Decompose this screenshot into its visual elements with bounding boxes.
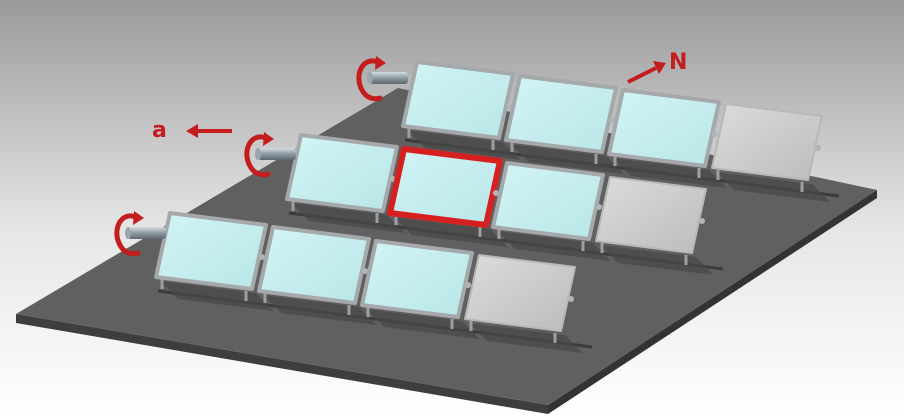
solar-panel — [607, 88, 721, 168]
panel-shadow — [291, 203, 405, 233]
panel-shadow — [600, 245, 714, 275]
panel-shadow — [469, 323, 583, 353]
highlighted-panel — [387, 146, 503, 228]
inactive-panel — [464, 254, 576, 332]
solar-panel — [491, 161, 605, 241]
panel-shadow — [160, 281, 274, 311]
rotation-arrows — [114, 56, 408, 257]
solar-panel — [401, 60, 515, 140]
platform-side-right — [548, 190, 877, 414]
drive-shaft — [367, 72, 373, 84]
panel-hinge — [362, 268, 368, 274]
rotation-arrow-icon — [244, 134, 271, 178]
drive-shaft — [125, 227, 131, 239]
drive-shaft — [370, 72, 408, 84]
panel-shadow — [394, 217, 508, 247]
direction-a: a — [152, 118, 232, 143]
drive-shaft — [255, 148, 261, 160]
arrow-north-head-icon — [653, 61, 666, 74]
drive-shaft — [128, 227, 166, 239]
panel-shadow — [613, 158, 727, 188]
panel-hinge — [609, 117, 615, 123]
arrow-north-icon — [627, 66, 657, 84]
rotation-arrow-icon — [356, 58, 383, 102]
direction-a-label: a — [152, 118, 167, 143]
inactive-panel — [711, 103, 823, 181]
rotation-arrowhead-icon — [263, 132, 274, 146]
panel-hinge — [259, 254, 265, 260]
direction-north: N — [627, 50, 687, 84]
panel-hinge — [465, 282, 471, 288]
panel-shadow — [263, 295, 377, 325]
panel-shadow — [510, 144, 624, 174]
solar-panel — [360, 239, 474, 319]
solar-panel — [285, 133, 399, 213]
panel-hinge — [699, 218, 705, 224]
panel-hinge — [506, 103, 512, 109]
rotation-arrow-icon — [114, 213, 141, 257]
panel-shadow — [407, 130, 521, 160]
solar-panel — [154, 211, 268, 291]
panel-hinge — [815, 145, 821, 151]
panel-shadow — [366, 309, 480, 339]
panel-hinge — [493, 190, 499, 196]
direction-n-label: N — [669, 50, 687, 75]
panel-hinge — [712, 131, 718, 137]
platform-side — [16, 314, 548, 414]
panel-shadow — [497, 231, 611, 261]
solar-panel — [504, 74, 618, 154]
rotation-arrowhead-icon — [375, 56, 386, 70]
solar-panel — [257, 225, 371, 305]
inactive-panel — [595, 176, 707, 254]
arrow-left-head-icon — [186, 124, 198, 138]
rotation-arrowhead-icon — [133, 211, 144, 225]
panel-hinge — [568, 296, 574, 302]
drive-shaft — [258, 148, 296, 160]
panel-hinge — [596, 204, 602, 210]
panel-shadow — [716, 172, 830, 202]
panel-array — [154, 60, 840, 353]
